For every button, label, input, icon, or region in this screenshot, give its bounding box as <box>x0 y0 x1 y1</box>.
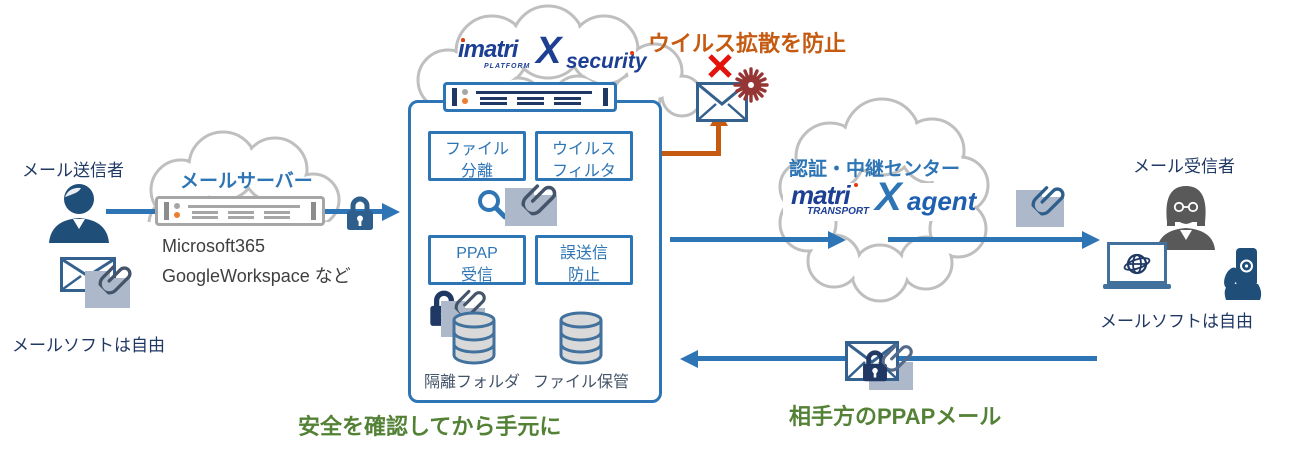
relay-center-label: 認証・中継センター <box>789 159 961 180</box>
arrow-virus-elbow <box>654 151 720 156</box>
feature-text: ファイル <box>444 141 509 158</box>
sender-label: メール送信者 <box>22 161 124 180</box>
virus-warning-label: ウイルス拡散を防止 <box>648 31 847 56</box>
logo-imatri: imatri <box>458 36 518 63</box>
feature-text: PPAP <box>456 245 498 262</box>
paperclip-icon <box>521 184 557 216</box>
imatrix-security-logo: imatri PLATFORM X security <box>452 30 647 80</box>
paperclip-icon <box>98 265 132 295</box>
virus-icon <box>733 67 769 103</box>
arrow-relay-to-receiver <box>888 237 1084 242</box>
sender-person-icon <box>49 184 109 243</box>
logo-red-dot2-icon <box>630 51 634 55</box>
safe-check-note: 安全を確認してから手元に <box>298 414 562 439</box>
feature-text: ウイルス <box>551 141 616 158</box>
feature-box-ppap-receive: PPAP 受信 <box>428 235 526 285</box>
storage-label: ファイル保管 <box>533 374 630 391</box>
return-envelope-icon <box>845 341 899 381</box>
laptop-icon <box>1103 242 1171 294</box>
feature-box-file-separation: ファイル 分離 <box>428 131 526 181</box>
feature-box-virus-filter: ウイルス フィルタ <box>535 131 633 181</box>
arrowhead-return-ppap <box>680 350 698 368</box>
arrowhead-sender-to-security <box>382 203 400 221</box>
feature-text: 防止 <box>567 267 600 285</box>
feature-text: 分離 <box>460 163 493 181</box>
storage-database-icon <box>559 311 603 365</box>
globe-icon <box>1123 253 1151 275</box>
mail-server-services-panel: Microsoft365 GoogleWorkspace など <box>138 222 351 294</box>
security-server-icon <box>443 82 617 112</box>
ppap-mail-note: 相手方のPPAPメール <box>789 404 1002 429</box>
logo-platform: PLATFORM <box>484 63 531 70</box>
return-lock-icon <box>863 350 887 382</box>
logo-security: security <box>566 50 647 73</box>
feature-text: 受信 <box>460 267 493 285</box>
cross-icon <box>708 54 732 78</box>
paperclip-icon <box>1031 186 1065 216</box>
magnifier-icon <box>478 190 508 220</box>
arrowhead-security-to-relay <box>828 231 846 249</box>
smartphone-icon <box>1224 248 1262 300</box>
quarantine-label: 隔離フォルダ <box>424 374 521 391</box>
logo-x: X <box>536 30 562 72</box>
lock-icon <box>347 196 373 230</box>
logo-x: X <box>875 175 902 219</box>
sender-note: メールソフトは自由 <box>12 336 165 355</box>
quarantine-database-icon <box>452 311 496 365</box>
feature-text: 誤送信 <box>559 245 608 262</box>
service-line-2: GoogleWorkspace など <box>162 266 351 286</box>
receiver-label: メール受信者 <box>1133 157 1235 176</box>
service-line-1: Microsoft365 <box>162 236 266 256</box>
arrowhead-relay-to-receiver <box>1082 231 1100 249</box>
logo-agent: agent <box>907 186 977 216</box>
logo-transport: TRANSPORT <box>807 206 870 217</box>
logo-matri: matri <box>791 180 851 210</box>
arrow-virus-vertical <box>716 124 721 156</box>
mail-server-icon <box>155 196 325 226</box>
logo-red-dot-icon <box>461 38 465 42</box>
logo-red-dot-icon <box>854 183 858 187</box>
relay-cloud-shape <box>778 97 990 303</box>
matrix-agent-logo: matri TRANSPORT X agent <box>783 175 976 221</box>
feature-text: フィルタ <box>552 163 616 181</box>
feature-box-missend-prevention: 誤送信 防止 <box>535 235 633 285</box>
receiver-note: メールソフトは自由 <box>1100 312 1253 331</box>
receiver-person-icon <box>1157 186 1215 250</box>
arrow-security-to-relay <box>670 237 830 242</box>
mail-server-label: メールサーバー <box>180 171 313 192</box>
paperclip-icon <box>881 343 913 372</box>
